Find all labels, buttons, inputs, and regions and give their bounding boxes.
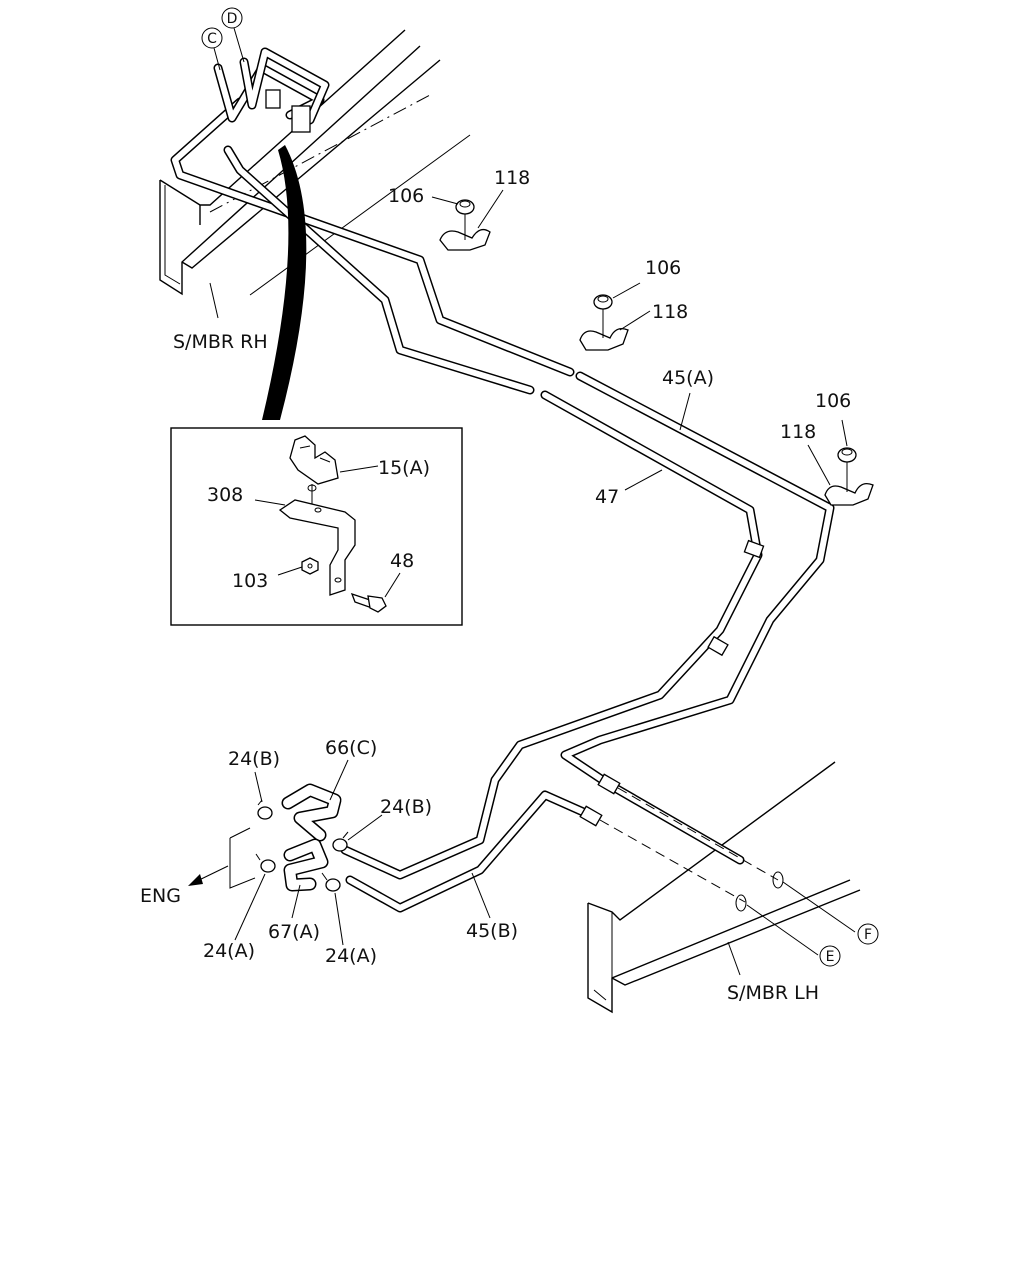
leader-f: [782, 881, 856, 933]
label-eng: ENG: [140, 885, 181, 907]
eng-bracket: [229, 827, 256, 889]
leader-e-dashed: [599, 819, 746, 903]
label-45a: 45(A): [662, 367, 714, 389]
label-118-a: 118: [494, 167, 530, 189]
callout-e-letter: E: [826, 949, 835, 965]
label-106-b: 106: [645, 257, 681, 279]
clip-group-3: [807, 419, 874, 506]
label-15a: 15(A): [378, 457, 430, 479]
eng-arrow-icon: [188, 874, 203, 886]
leader-45b: [471, 872, 491, 919]
callout-c-letter: C: [207, 31, 217, 47]
leader-f-dashed: [617, 787, 779, 881]
label-smbr-rh: S/MBR RH: [173, 331, 268, 353]
leader-24b-2: [347, 814, 383, 841]
label-103: 103: [232, 570, 268, 592]
label-24a-1: 24(A): [203, 940, 255, 962]
label-24a-2: 24(A): [325, 945, 377, 967]
detail-inset: [170, 427, 463, 626]
callout-c: C: [201, 27, 223, 71]
nut-103: [301, 557, 319, 575]
label-118-b: 118: [652, 301, 688, 323]
hose-67a: [283, 838, 329, 892]
connector-15a: [289, 435, 339, 485]
fuel-line-47: [223, 145, 763, 913]
clip-group-1: [431, 189, 504, 251]
leader-66c: [329, 759, 349, 801]
label-24b-2: 24(B): [380, 796, 432, 818]
bracket-308: [278, 499, 356, 596]
label-106-c: 106: [815, 390, 851, 412]
label-47: 47: [595, 486, 619, 508]
label-106-a: 106: [388, 185, 424, 207]
leader-e: [746, 904, 819, 956]
label-118-c: 118: [780, 421, 816, 443]
callout-e: E: [819, 945, 841, 967]
label-48: 48: [390, 550, 414, 572]
hose-sleeves: [579, 539, 765, 827]
callout-d-letter: D: [227, 11, 238, 27]
label-45b: 45(B): [466, 920, 518, 942]
clip-group-2: [579, 282, 651, 351]
hole-f: [772, 871, 784, 889]
callout-f-letter: F: [864, 927, 872, 943]
hose-clamps: [255, 799, 349, 892]
hole-e: [735, 894, 747, 912]
top-connector: [213, 47, 330, 133]
leader-45a: [679, 392, 691, 431]
side-member-lh: [587, 761, 861, 1014]
leader-24b-1: [254, 771, 263, 803]
leader-24a-1: [234, 873, 266, 941]
label-24b-1: 24(B): [228, 748, 280, 770]
label-66c: 66(C): [325, 737, 377, 759]
callout-f: F: [857, 923, 879, 945]
leader-67a: [291, 884, 301, 919]
detail-pointer-arrow: [262, 145, 307, 420]
leader-47: [624, 469, 663, 491]
label-smbr-lh: S/MBR LH: [727, 982, 819, 1004]
label-67a: 67(A): [268, 921, 320, 943]
hose-66c: [281, 783, 342, 842]
leader-24a-2: [334, 892, 344, 946]
fuel-line-45a: [170, 97, 835, 865]
label-308: 308: [207, 484, 243, 506]
callout-d: D: [221, 7, 245, 63]
